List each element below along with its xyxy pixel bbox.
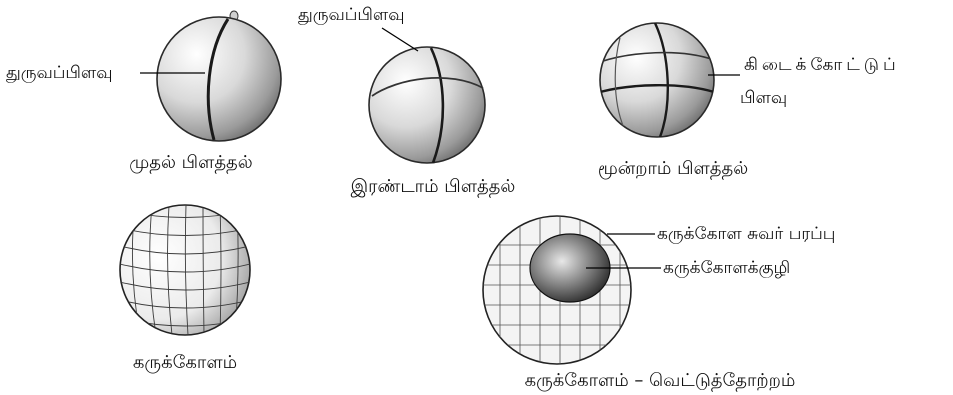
blastula-section-caption: கருக்கோளம் – வெட்டுத்தோற்றம் [500,370,820,392]
blastula-embryo [120,205,250,335]
blastocoel-label: கருக்கோளக்குழி [663,258,790,278]
third-cleavage-caption: மூன்றாம் பிளத்தல் [578,158,768,180]
blastula-section-embryo [483,216,631,364]
blastoderm-wall-label: கருக்கோள சுவர் பரப்பு [657,224,835,244]
blastula-caption: கருக்கோளம் [100,352,270,374]
third-cleavage-embryo [600,23,714,137]
first-cleavage-pole-label: துருவப்பிளவு [6,63,113,83]
first-cleavage-embryo [157,11,281,141]
first-cleavage-caption: முதல் பிளத்தல் [105,152,277,174]
second-cleavage-caption: இரண்டாம் பிளத்தல் [338,176,528,198]
third-cleavage-equatorial-label-line1: கிடைக்கோட்டுப் [744,55,900,75]
second-cleavage-pole-label: துருவப்பிளவு [298,5,405,25]
second-cleavage-embryo [369,47,485,163]
third-cleavage-equatorial-label-line2: பிளவு [740,88,787,108]
